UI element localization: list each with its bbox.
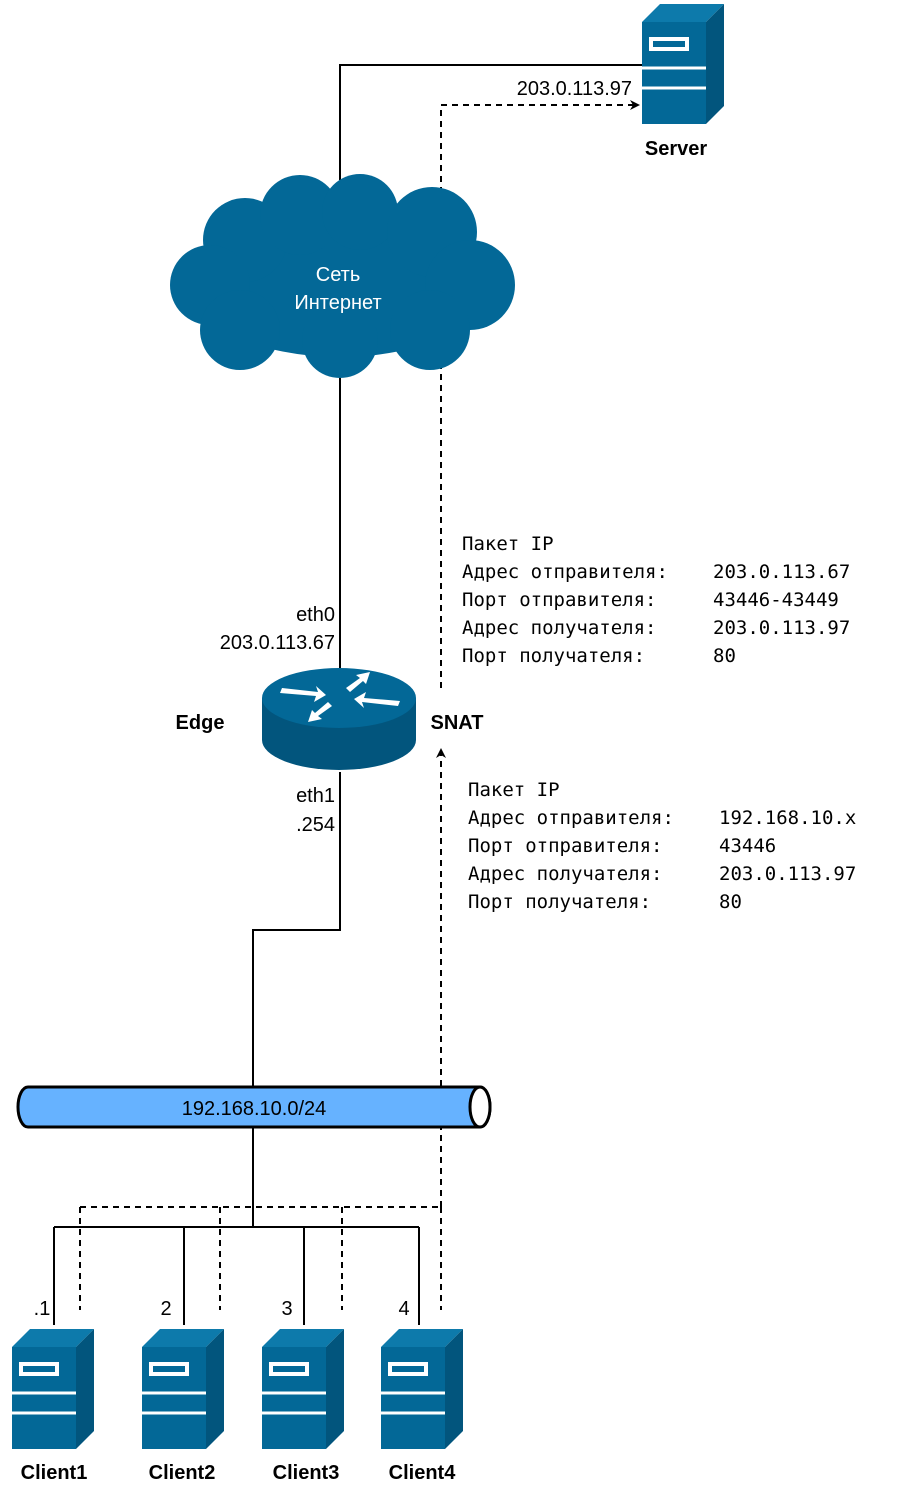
packet-out-value-1: 43446-43449 <box>713 589 839 611</box>
server-icon <box>642 4 724 124</box>
packet-out-title: Пакет IP <box>462 533 554 555</box>
client4-host: 4 <box>398 1298 409 1320</box>
packet-in-key-3: Порт получателя: <box>468 891 651 913</box>
packet-out-value-2: 203.0.113.97 <box>713 617 850 639</box>
packet-out-key-1: Порт отправителя: <box>462 589 656 611</box>
packet-out-value-3: 80 <box>713 645 736 667</box>
client2-icon <box>142 1329 224 1449</box>
server-ip: 203.0.113.97 <box>517 78 632 100</box>
packet-in-value-3: 80 <box>719 891 742 913</box>
solid-links <box>53 64 642 1325</box>
packet-in-value-2: 203.0.113.97 <box>719 863 856 885</box>
eth1-name: eth1 <box>296 785 335 807</box>
client3-label: Client3 <box>273 1462 340 1484</box>
packet-out-info: Пакет IP Адрес отправителя: 203.0.113.67… <box>462 533 850 667</box>
link-router-bus <box>252 772 341 1087</box>
client3-host: 3 <box>281 1298 292 1320</box>
packet-out-value-0: 203.0.113.67 <box>713 561 850 583</box>
traffic-path <box>79 100 640 1310</box>
cloud-label-line1: Сеть <box>316 264 360 286</box>
packet-in-key-2: Адрес получателя: <box>468 863 662 885</box>
network-bus <box>16 1085 492 1129</box>
packet-in-info: Пакет IP Адрес отправителя: 192.168.10.x… <box>468 779 856 913</box>
packet-out-key-0: Адрес отправителя: <box>462 561 668 583</box>
client1-label: Client1 <box>21 1462 88 1484</box>
client1-icon <box>12 1329 94 1449</box>
packet-in-title: Пакет IP <box>468 779 560 801</box>
eth0-name: eth0 <box>296 604 335 626</box>
server-label: Server <box>645 138 707 160</box>
cloud-label-line2: Интернет <box>294 292 381 314</box>
packet-out-key-3: Порт получателя: <box>462 645 645 667</box>
packet-in-key-1: Порт отправителя: <box>468 835 662 857</box>
client2-host: 2 <box>160 1298 171 1320</box>
packet-in-key-0: Адрес отправителя: <box>468 807 674 829</box>
client3-icon <box>262 1329 344 1449</box>
router-nat-label: SNAT <box>431 712 484 734</box>
client4-icon <box>381 1329 463 1449</box>
router-name: Edge <box>176 712 225 734</box>
packet-out-key-2: Адрес получателя: <box>462 617 656 639</box>
network-label: 192.168.10.0/24 <box>182 1098 327 1120</box>
client2-label: Client2 <box>149 1462 216 1484</box>
link-cloud-server <box>339 64 642 180</box>
cloud-icon <box>170 174 515 378</box>
packet-in-value-1: 43446 <box>719 835 776 857</box>
eth0-ip: 203.0.113.67 <box>220 632 335 654</box>
router-icon <box>262 668 416 770</box>
client4-label: Client4 <box>389 1462 457 1484</box>
eth1-ip: .254 <box>296 814 335 836</box>
client1-host: .1 <box>34 1298 51 1320</box>
traffic-arrow-to-server <box>440 100 640 688</box>
packet-in-value-0: 192.168.10.x <box>719 807 856 829</box>
